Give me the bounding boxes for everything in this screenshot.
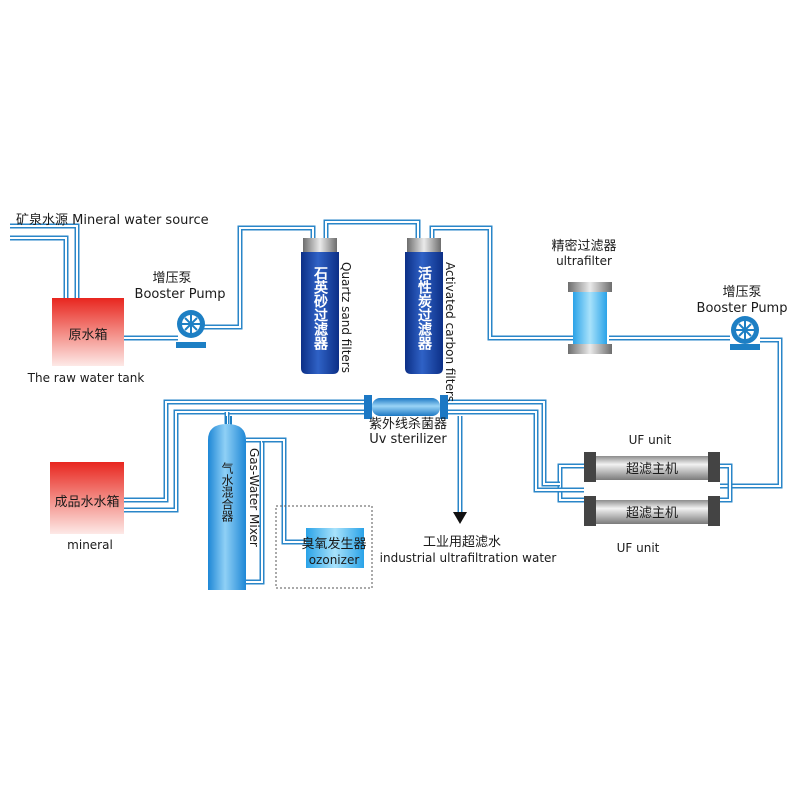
booster2-en-label: Booster Pump [697,301,788,316]
uf-unit-1: 超滤主机 [584,452,720,482]
uv-cn-label: 紫外线杀菌器 [369,417,447,432]
uf-top-label: UF unit [629,433,672,447]
booster2-cn-label: 增压泵 [722,285,761,300]
product-tank-label: 成品水水箱 [54,494,119,510]
activated-carbon-filter: 活性炭过滤器 [405,238,443,374]
raw-tank-label: 原水箱 [68,327,107,343]
quartz-cn-label: 石英砂过滤器 [312,266,329,351]
carbon-en-label: Activated carbon filters [443,262,457,402]
industrial-en-label: industrial ultrafiltration water [380,551,557,565]
booster1-cn-label: 增压泵 [152,271,191,286]
uf-bottom-label: UF unit [617,541,660,555]
gas-water-mixer: 气水混合器 [208,416,246,590]
mineral-source-label: 矿泉水源 Mineral water source [16,212,209,228]
carbon-cn-label: 活性炭过滤器 [416,265,433,351]
mixer-en-label: Gas-Water Mixer [247,448,261,547]
ozone-en-label: ozonizer [309,553,360,567]
quartz-sand-filter: 石英砂过滤器 [301,238,339,374]
uf-unit-2: 超滤主机 [584,496,720,526]
booster-pump-1 [176,310,206,348]
quartz-en-label: Quartz sand filters [339,262,353,373]
industrial-cn-label: 工业用超滤水 [423,535,501,550]
ozone-cn-label: 臭氧发生器 [301,536,366,552]
product-tank-en-label: mineral [67,538,113,552]
ozonizer [275,505,373,589]
uf1-label: 超滤主机 [626,462,678,477]
uv-sterilizer [364,395,448,419]
booster1-en-label: Booster Pump [135,287,226,302]
ultrafilter [568,282,612,354]
uv-en-label: Uv sterilizer [369,432,447,447]
booster-pump-2 [730,316,760,350]
flow-arrow [453,512,467,524]
mixer-cn-label: 气水混合器 [220,461,234,523]
ultrafilter-en-label: ultrafilter [556,254,612,268]
raw-tank-en-label: The raw water tank [27,371,145,385]
raw-water-tank: 原水箱 [52,298,124,366]
pipe-network [10,219,783,585]
uf2-label: 超滤主机 [626,506,678,521]
product-water-tank: 成品水水箱 [50,462,124,534]
ultrafilter-cn-label: 精密过滤器 [551,238,616,254]
